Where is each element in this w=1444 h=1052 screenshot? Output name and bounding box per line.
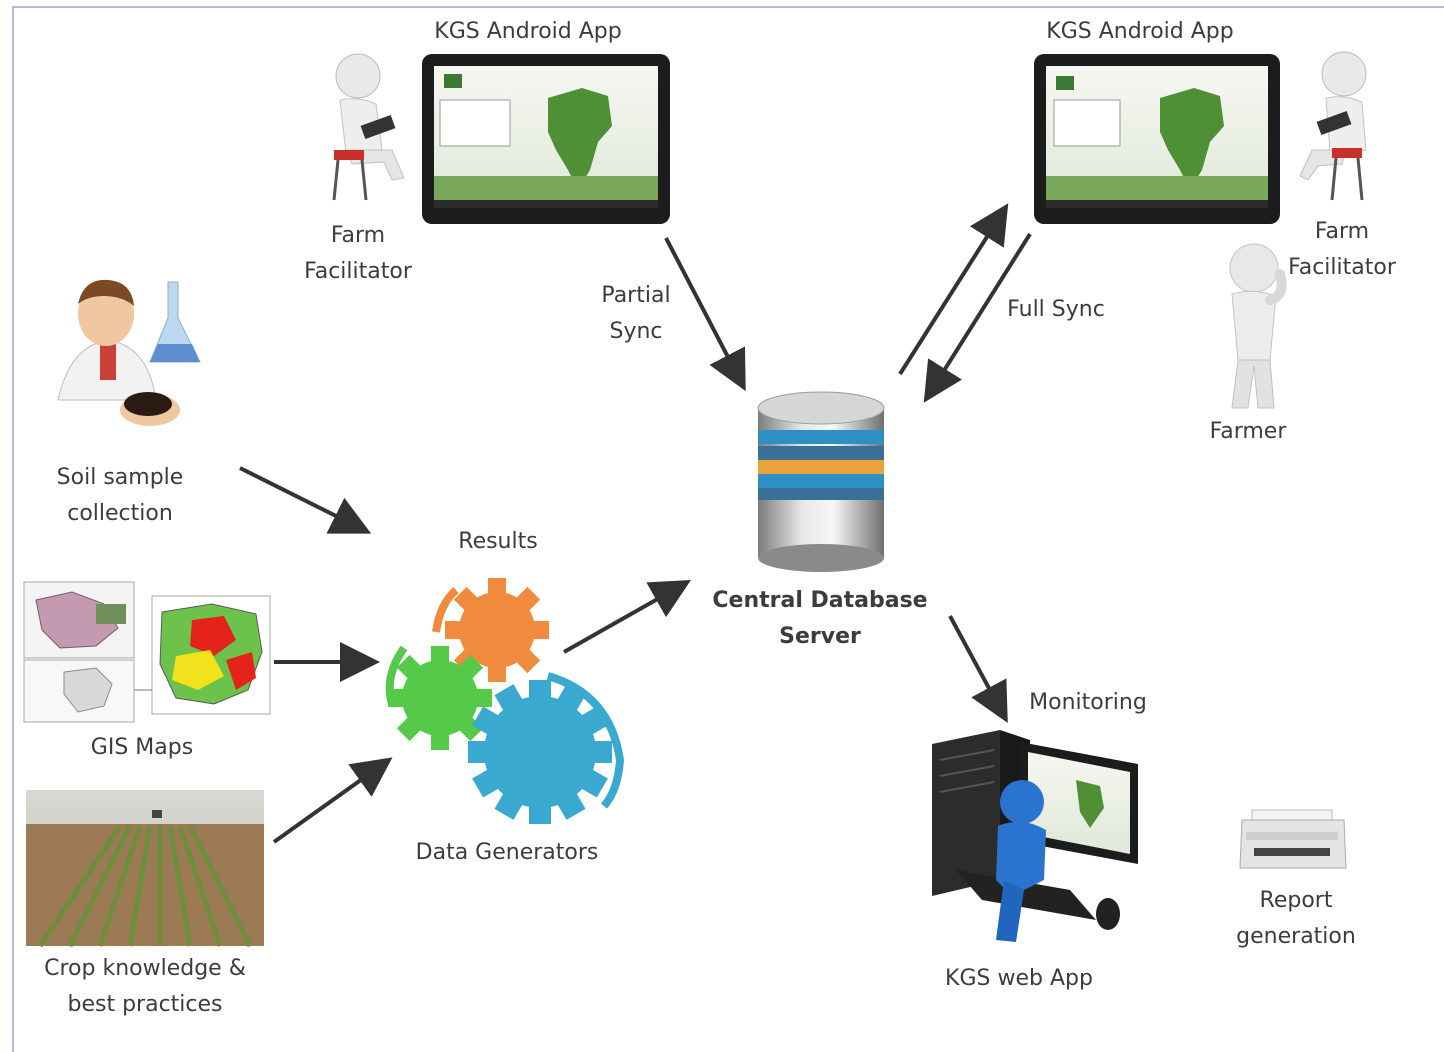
arrow-partial-sync [664,237,746,392]
label-farm-facilitator-left-line1: Farm [330,223,386,248]
arrow-full-sync-up [898,203,1009,376]
farm-facilitator-right-icon [1299,51,1367,201]
label-monitoring: Monitoring [1029,690,1147,715]
label-report-generation-line2: generation [1236,924,1356,949]
label-farmer: Farmer [1209,419,1287,444]
label-central-database-server: Central Database Server [700,583,940,655]
soil-sample-scientist-icon [40,279,216,440]
label-partial-sync-line1: Partial [601,283,671,308]
label-partial-sync: Partial Sync [576,278,696,350]
printer-icon [1239,809,1347,869]
label-data-generators: Data Generators [415,840,599,865]
label-farm-facilitator-right-line1: Farm [1314,219,1370,244]
database-server-icon [757,391,885,572]
label-kgs-web-app: KGS web App [945,966,1093,991]
farm-facilitator-left-icon [332,53,405,201]
farmer-icon [1229,243,1287,409]
label-report-generation: Report generation [1220,883,1372,955]
label-crop-knowledge-line1: Crop knowledge & [44,956,246,981]
gis-maps-icon [23,581,271,723]
label-full-sync: Full Sync [1007,297,1105,322]
arrow-crop-to-gears [272,757,393,844]
data-generators-gears-icon [385,578,625,824]
flow-arrows [239,203,1032,844]
kgs-web-app-computer-icon [932,730,1138,942]
label-soil-sample-line1: Soil sample [56,465,184,490]
label-farm-facilitator-right-line2: Facilitator [1288,255,1396,280]
label-farm-facilitator-left-line2: Facilitator [304,259,412,284]
crop-field-photo [26,790,264,948]
tablet-right-icon [1034,54,1280,224]
tablet-left-icon [422,54,670,224]
label-report-generation-line1: Report [1259,888,1333,913]
label-central-database-line1: Central Database [712,588,928,613]
label-farm-facilitator-left: Farm Facilitator [288,218,428,290]
label-crop-knowledge: Crop knowledge & best practices [20,951,270,1023]
label-gis-maps: GIS Maps [90,735,194,760]
arrow-soil-to-gears [239,466,372,534]
arrow-db-to-monitoring [948,615,1008,724]
label-results: Results [458,529,538,554]
label-kgs-android-app-left: KGS Android App [434,19,622,44]
label-crop-knowledge-line2: best practices [67,992,223,1017]
label-partial-sync-line2: Sync [609,319,663,344]
arrow-full-sync-down [923,232,1032,403]
diagram-frame [12,6,1444,1052]
label-central-database-line2: Server [779,624,861,649]
label-farm-facilitator-right: Farm Facilitator [1272,214,1412,286]
label-kgs-android-app-right: KGS Android App [1046,19,1234,44]
label-soil-sample-line2: collection [67,501,173,526]
label-soil-sample-collection: Soil sample collection [30,460,210,532]
arrow-gears-to-db [563,580,691,654]
